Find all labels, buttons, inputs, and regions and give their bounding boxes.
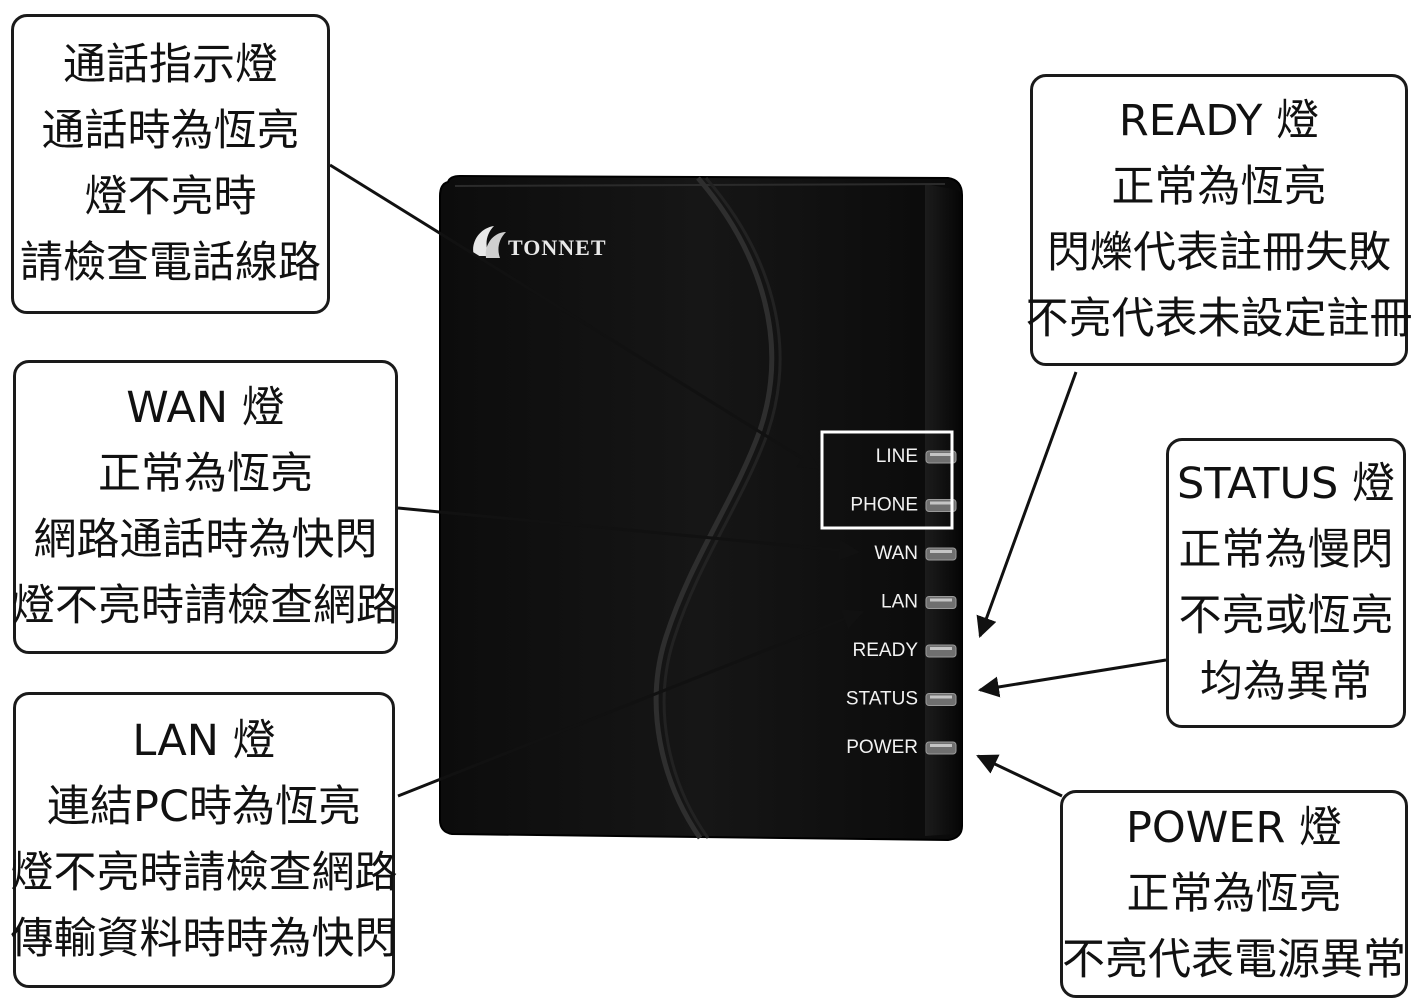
arrow-line-indicator	[329, 163, 820, 470]
callout-text-line: 不亮代表電源異常	[1062, 935, 1406, 985]
led-label-status: STATUS	[846, 689, 918, 710]
brand-logo-text: TONNET	[508, 235, 607, 260]
led-panel: LINE PHONE WAN LAN READY STATUS POWER	[846, 446, 957, 758]
led-label-wan: WAN	[874, 543, 918, 564]
callout-text-line: 通話時為恆亮	[41, 106, 300, 156]
led-power	[925, 741, 957, 755]
callout-text-line: 閃爍代表註冊失敗	[1047, 228, 1391, 278]
callout-text-line: 連結PC時為恆亮	[47, 782, 361, 832]
led-highlight	[930, 695, 952, 699]
led-highlight	[930, 647, 952, 650]
led-label-ready: READY	[853, 640, 919, 661]
callout-text-line: STATUS 燈	[1176, 459, 1395, 509]
callout-text-line: 均為異常	[1200, 657, 1372, 707]
callout-text-line: POWER 燈	[1125, 803, 1342, 853]
arrow-wan-indicator	[397, 506, 861, 561]
callout-text-line: 燈不亮時請檢查網路	[12, 581, 399, 631]
callout-text-line: 燈不亮時請檢查網路	[10, 848, 398, 898]
led-highlight	[930, 598, 952, 602]
arrow-status-indicator	[977, 658, 1167, 698]
callout-text-line: 通話指示燈	[63, 40, 278, 90]
line-phone-highlight-box	[820, 430, 954, 530]
callout-text-line: READY 燈	[1118, 96, 1320, 146]
arrow-ready-indicator	[976, 371, 1078, 638]
callout-text-line: WAN 燈	[126, 383, 285, 433]
led-label-power: POWER	[846, 737, 918, 758]
led-label-line: LINE	[876, 446, 918, 467]
arrow-power-indicator	[976, 754, 1063, 798]
callout-text-line: 網路通話時為快閃	[33, 515, 378, 565]
callout-status-indicator: STATUS 燈正常為慢閃不亮或恆亮均為異常	[1166, 438, 1406, 728]
callout-text-line: 不亮或恆亮	[1178, 591, 1394, 641]
callout-line-indicator: 通話指示燈通話時為恆亮燈不亮時請檢查電話線路	[11, 14, 330, 314]
callout-text-line: 正常為恆亮	[1111, 162, 1327, 212]
led-wan	[925, 547, 957, 561]
callout-text-line: 請檢查電話線路	[20, 238, 321, 288]
led-highlight	[930, 550, 952, 553]
callout-text-line: 燈不亮時	[84, 172, 257, 222]
s-curve-decoration	[653, 176, 775, 840]
callout-text-line: 正常為恆亮	[1126, 869, 1342, 919]
callout-wan-indicator: WAN 燈正常為恆亮網路通話時為快閃燈不亮時請檢查網路	[12, 360, 399, 654]
tonnet-logo: TONNET	[473, 226, 606, 260]
callout-text-line: 不亮代表未設定註冊	[1025, 294, 1413, 344]
led-highlight	[930, 453, 952, 456]
arrow-lan-indicator	[397, 609, 864, 798]
led-label-lan: LAN	[881, 592, 918, 613]
callout-lan-indicator: LAN 燈連結PC時為恆亮燈不亮時請檢查網路傳輸資料時時為快閃	[10, 692, 398, 988]
callout-power-indicator: POWER 燈正常為恆亮不亮代表電源異常	[1060, 790, 1408, 998]
led-highlight	[930, 744, 952, 747]
callout-text-line: LAN 燈	[132, 716, 276, 766]
callout-text-line: 正常為恆亮	[98, 449, 313, 499]
callout-ready-indicator: READY 燈正常為恆亮閃爍代表註冊失敗不亮代表未設定註冊	[1026, 74, 1413, 366]
callout-text-line: 傳輸資料時時為快閃	[10, 914, 398, 964]
led-lan	[925, 596, 957, 609]
device-body	[439, 174, 963, 842]
pointer-arrows	[329, 163, 1167, 798]
callout-text-line: 正常為慢閃	[1178, 525, 1394, 575]
led-ready	[925, 644, 957, 658]
led-label-phone: PHONE	[850, 495, 918, 516]
led-highlight	[930, 501, 952, 505]
led-status	[925, 693, 957, 706]
